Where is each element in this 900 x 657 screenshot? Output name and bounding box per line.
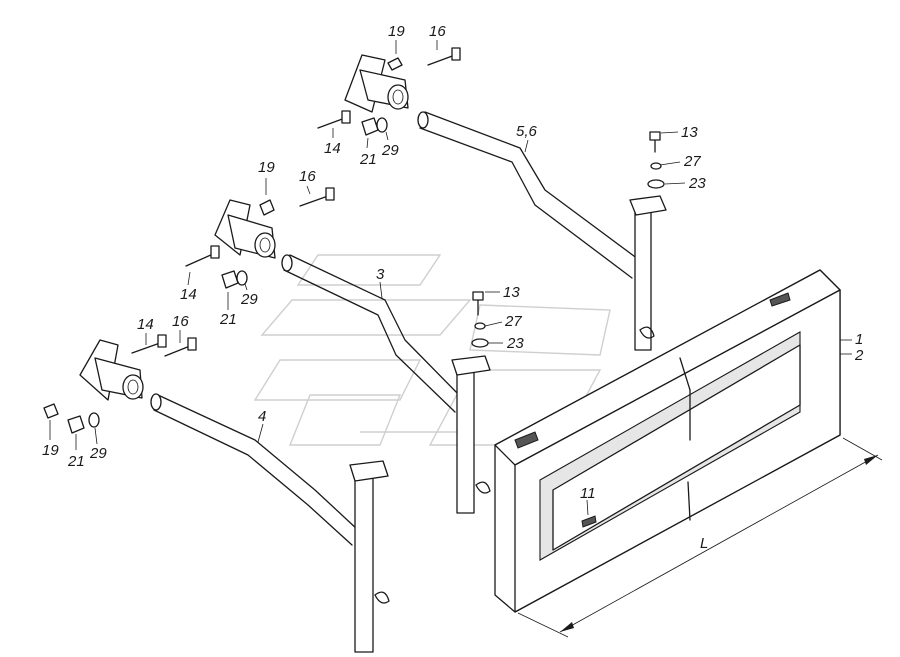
callout-16: 16 (299, 168, 316, 185)
bracket-bottom (79, 339, 144, 401)
tube-4 (150, 393, 390, 653)
callout-21: 21 (219, 311, 237, 328)
callout-27: 27 (683, 153, 701, 170)
callout-13: 13 (681, 124, 698, 141)
callout-14: 14 (180, 286, 197, 303)
bracket-middle (214, 199, 276, 259)
callout-4: 4 (258, 408, 266, 425)
callout-19: 19 (258, 159, 275, 176)
callout-14: 14 (137, 316, 154, 333)
callout-14: 14 (324, 140, 341, 157)
callout-29: 29 (240, 291, 258, 308)
callout-21: 21 (359, 151, 377, 168)
callout-16: 16 (172, 313, 189, 330)
dimension-l (517, 437, 883, 638)
callout-27: 27 (504, 313, 522, 330)
nuts-washers (43, 57, 665, 434)
tube-3 (281, 254, 491, 514)
callout-19: 19 (42, 442, 59, 459)
callout-16: 16 (429, 23, 446, 40)
callout-1: 1 (855, 331, 863, 348)
callout-2: 2 (854, 347, 864, 364)
callout-29: 29 (381, 142, 399, 159)
callout-21: 21 (67, 453, 85, 470)
callout-19: 19 (388, 23, 405, 40)
callout-23: 23 (506, 335, 524, 352)
bolts (131, 47, 661, 357)
callout-11: 11 (580, 485, 596, 502)
callout-23: 23 (688, 175, 706, 192)
bracket-top (344, 54, 409, 113)
callout-29: 29 (89, 445, 107, 462)
dimension-l-label: L (700, 535, 708, 552)
tube-5-6 (417, 111, 667, 351)
callout-labels: 19 16 14 21 29 19 16 14 21 29 14 16 19 2… (42, 23, 864, 552)
callout-5-6: 5,6 (516, 123, 538, 140)
callout-13: 13 (503, 284, 520, 301)
leader-lines (49, 40, 852, 516)
frame-panel (494, 269, 841, 613)
callout-3: 3 (376, 266, 385, 283)
